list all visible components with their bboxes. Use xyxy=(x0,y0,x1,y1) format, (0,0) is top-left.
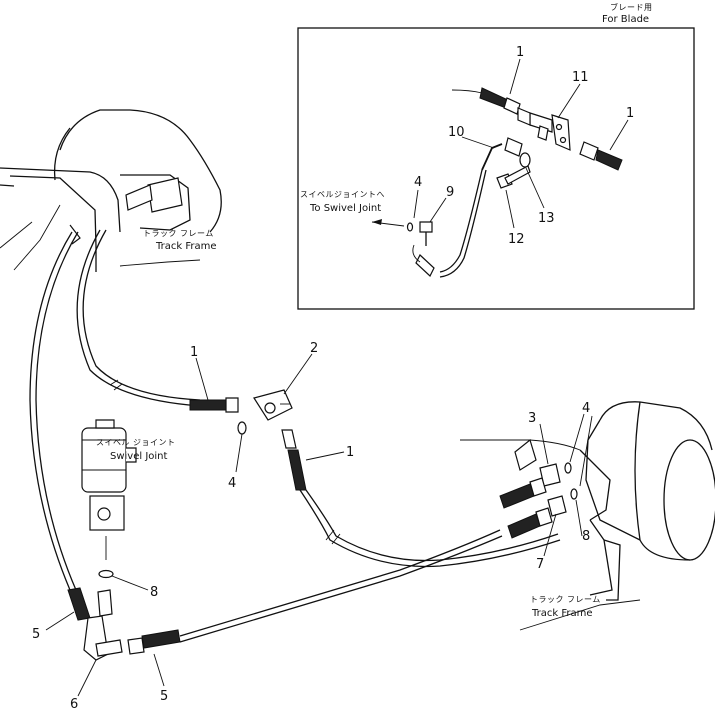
left-hose-outer xyxy=(29,231,73,591)
inset-oring-4 xyxy=(406,222,414,232)
inset-hose-right xyxy=(579,141,623,171)
track-frame-left-en: Track Frame xyxy=(155,241,217,252)
track-frame-right-jp: トラック フレーム xyxy=(530,595,601,604)
inset-frame xyxy=(297,27,695,310)
main-fitting-5-upper xyxy=(97,589,113,617)
main-oring-8b xyxy=(570,488,578,500)
main-oring-4a xyxy=(237,421,247,435)
main-elbow-6 xyxy=(83,615,123,661)
upper-hose-b xyxy=(82,229,201,401)
main-oring-8a xyxy=(98,569,114,579)
callout-main-4b: 4 xyxy=(582,401,590,416)
main-hose-5a xyxy=(67,587,91,621)
callout-main-8a: 8 xyxy=(150,585,158,600)
main-hose-5b xyxy=(127,529,503,655)
right-track-frame: トラック フレーム Track Frame xyxy=(460,401,715,631)
callout-main-4a: 4 xyxy=(228,476,236,491)
callout-inset-12: 12 xyxy=(508,232,525,247)
right-hose-upper-end xyxy=(499,477,547,509)
inset-panel: ブレード用 For Blade xyxy=(297,2,695,310)
to-swivel-label-jp: スイベルジョイントへ xyxy=(300,190,385,199)
callout-main-1a: 1 xyxy=(190,345,198,360)
callout-main-6: 6 xyxy=(70,697,78,709)
callout-main-8b: 8 xyxy=(582,529,590,544)
left-track-frame: トラック フレーム Track Frame xyxy=(0,109,222,272)
inset-hose-10 xyxy=(412,137,523,278)
inset-title-en: For Blade xyxy=(602,14,649,25)
swivel-joint: スイベル ジョイント Swivel Joint xyxy=(81,419,176,531)
inset-title-jp: ブレード用 xyxy=(610,2,653,12)
callout-inset-4: 4 xyxy=(414,175,422,190)
callout-inset-1b: 1 xyxy=(626,106,634,121)
inset-elbow-9 xyxy=(419,221,433,246)
callout-inset-9: 9 xyxy=(446,185,454,200)
track-frame-left-jp: トラック フレーム xyxy=(143,229,214,238)
callout-main-1b: 1 xyxy=(346,445,354,460)
inset-bolt-12 xyxy=(496,165,531,189)
main-elbow-2 xyxy=(253,389,293,421)
main-leaders xyxy=(45,353,593,697)
main-fitting-7 xyxy=(547,495,567,517)
hose-break-mark-1 xyxy=(109,379,123,391)
inset-arrow-head xyxy=(372,219,382,225)
callout-main-2: 2 xyxy=(310,341,318,356)
inset-tee-fitting xyxy=(517,107,571,151)
callout-inset-1a: 1 xyxy=(516,45,524,60)
inset-hose-left xyxy=(451,87,521,115)
main-fitting-1a xyxy=(189,397,239,413)
swivel-joint-en: Swivel Joint xyxy=(110,451,168,462)
callout-inset-13: 13 xyxy=(538,211,555,226)
callout-main-3: 3 xyxy=(528,411,536,426)
right-hose-lower-end xyxy=(507,507,553,539)
inset-washer-13 xyxy=(519,152,531,168)
callout-inset-10: 10 xyxy=(448,125,465,140)
to-swivel-label-en: To Swivel Joint xyxy=(309,203,381,214)
callout-inset-11: 11 xyxy=(572,70,589,85)
track-frame-right-en: Track Frame xyxy=(531,608,593,619)
callout-main-7: 7 xyxy=(536,557,544,572)
upper-hose-a xyxy=(76,229,201,407)
inset-leaders xyxy=(413,58,629,229)
swivel-joint-jp: スイベル ジョイント xyxy=(96,438,176,447)
main-oring-4b xyxy=(564,462,572,474)
left-hose-inner xyxy=(35,231,79,591)
callout-main-5b: 5 xyxy=(160,689,168,704)
callout-main-5a: 5 xyxy=(32,627,40,642)
main-hose-1b xyxy=(281,429,561,568)
